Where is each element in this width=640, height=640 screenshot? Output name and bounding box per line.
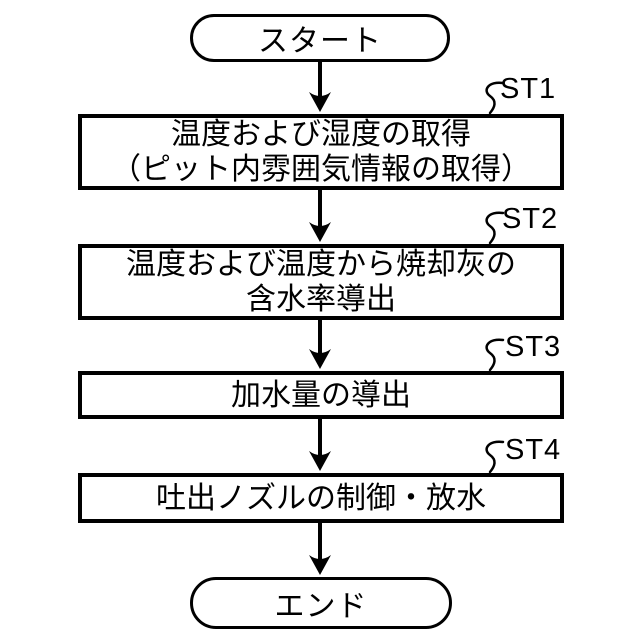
step-ref-st3: ST3 <box>505 331 562 363</box>
step-st2-line-1: 温度および温度から焼却灰の <box>126 248 516 281</box>
step-st1-line-2: （ピット内雰囲気情報の取得） <box>111 153 531 186</box>
arrow-st1-to-st2-head <box>309 222 331 242</box>
start-label: スタート <box>258 25 382 58</box>
arrow-start-to-st1-head <box>309 92 331 112</box>
lead-line-st2 <box>485 211 505 245</box>
lead-line-st4 <box>485 440 505 474</box>
arrow-heads <box>309 92 331 575</box>
lead-lines <box>485 81 505 474</box>
lead-line-st1 <box>485 81 505 115</box>
arrow-st3-to-st4-head <box>309 451 331 471</box>
end-terminal: エンド <box>190 577 452 629</box>
end-label: エンド <box>274 590 368 623</box>
step-st3-line-1: 加水量の導出 <box>231 378 411 412</box>
arrow-st2-to-st3-head <box>309 349 331 369</box>
step-box-st4: 吐出ノズルの制御・放水 <box>78 473 564 523</box>
arrow-st4-to-end-head <box>309 555 331 575</box>
step-box-st1: 温度および湿度の取得 （ピット内雰囲気情報の取得） <box>78 114 564 190</box>
step-st4-line-1: 吐出ノズルの制御・放水 <box>156 481 486 515</box>
step-box-st3: 加水量の導出 <box>78 371 564 419</box>
step-st2-line-2: 含水率導出 <box>246 283 396 316</box>
step-st1-line-1: 温度および湿度の取得 <box>171 118 471 151</box>
step-ref-st4: ST4 <box>505 434 562 466</box>
start-terminal: スタート <box>190 14 450 62</box>
step-ref-st1: ST1 <box>500 73 557 105</box>
step-ref-st2: ST2 <box>502 203 559 235</box>
lead-line-st3 <box>485 338 505 372</box>
step-box-st2: 温度および温度から焼却灰の 含水率導出 <box>78 244 564 320</box>
